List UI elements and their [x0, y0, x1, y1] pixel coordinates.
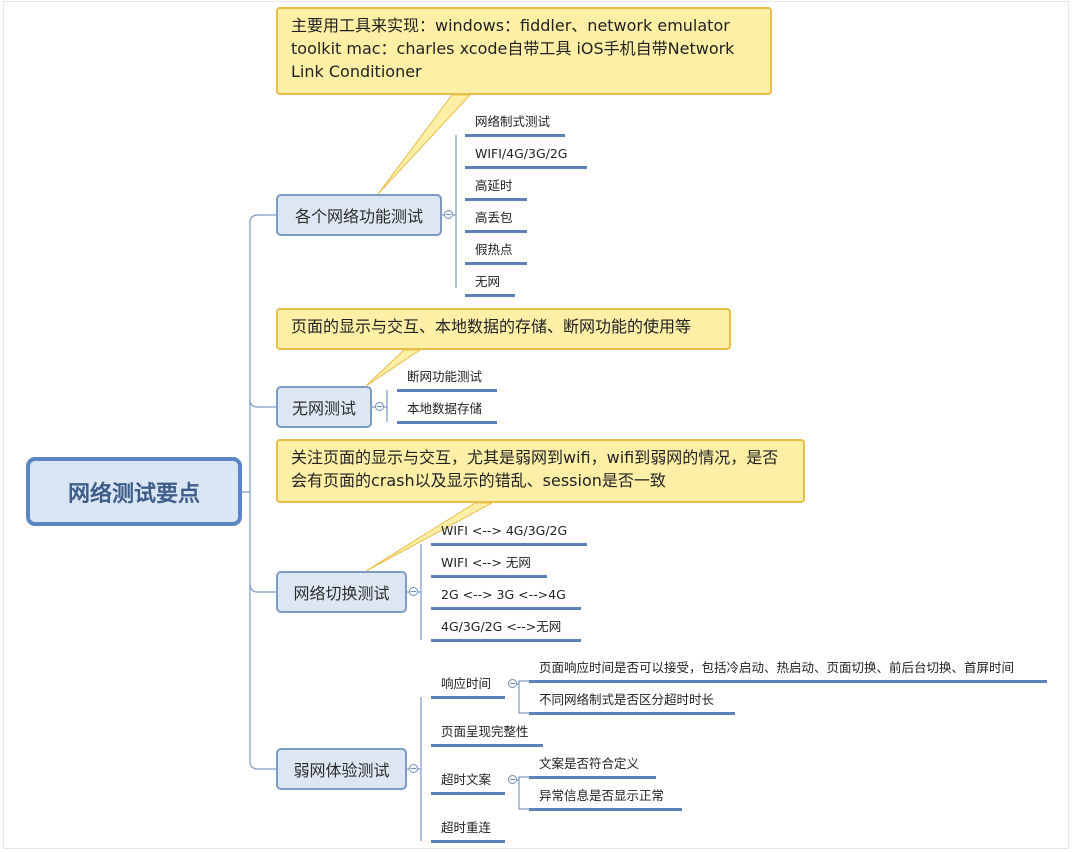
collapse-toggle-icon[interactable] [444, 210, 453, 219]
leaf-underline [431, 639, 581, 642]
subtopic-page-completeness[interactable]: 页面呈现完整性 [431, 724, 543, 747]
leaf-timeout-per-network-mode[interactable]: 不同网络制式是否区分超时时长 [529, 692, 735, 715]
callout-network-switch[interactable]: 关注页面的显示与交互，尤其是弱网到wifi，wifi到弱网的情况，是否会有页面的… [276, 439, 805, 503]
connector-subtopic [518, 780, 529, 810]
leaf-copy-matches-definition[interactable]: 文案是否符合定义 [529, 756, 656, 779]
connector-subtopic [518, 684, 529, 714]
leaf-underline [465, 166, 587, 169]
connector-root-branch [249, 492, 276, 593]
leaf-2g-3g-4g[interactable]: 2G <--> 3G <-->4G [431, 587, 581, 610]
leaf-mobile-to-offline[interactable]: 4G/3G/2G <-->无网 [431, 619, 581, 642]
connector-root-branch [249, 399, 276, 408]
leaf-underline [397, 389, 497, 392]
leaf-underline [529, 808, 682, 811]
leaf-underline [431, 543, 587, 546]
leaf-underline [431, 607, 581, 610]
leaf-underline [397, 421, 497, 424]
leaf-underline [431, 575, 547, 578]
leaf-high-packet-loss[interactable]: 高丢包 [465, 210, 527, 233]
leaf-error-info-display[interactable]: 异常信息是否显示正常 [529, 788, 682, 811]
leaf-underline [431, 840, 505, 843]
leaf-wifi-to-offline[interactable]: WIFI <--> 无网 [431, 555, 547, 578]
collapse-toggle-icon[interactable] [375, 402, 384, 411]
collapse-toggle-icon[interactable] [508, 679, 517, 688]
callout-no-network[interactable]: 页面的显示与交互、本地数据的存储、断网功能的使用等 [276, 308, 731, 350]
connector-subtopic [515, 680, 529, 685]
leaf-offline-function-test[interactable]: 断网功能测试 [397, 369, 497, 392]
leaf-underline [465, 230, 527, 233]
connector-root-branch [249, 584, 276, 770]
subtopic-response-time[interactable]: 响应时间 [431, 676, 505, 699]
leaf-underline [431, 744, 543, 747]
subtopic-timeout-reconnect[interactable]: 超时重连 [431, 820, 505, 843]
callout-network-tools[interactable]: 主要用工具来实现：windows：fiddler、network emulato… [276, 7, 772, 95]
leaf-underline [465, 262, 527, 265]
leaf-page-response-acceptable[interactable]: 页面响应时间是否可以接受，包括冷启动、热启动、页面切换、前后台切换、首屏时间 [529, 660, 1047, 683]
collapse-toggle-icon[interactable] [508, 775, 517, 784]
connector-subtopic [515, 776, 529, 781]
connector-root-branch [242, 214, 276, 493]
leaf-high-latency[interactable]: 高延时 [465, 178, 527, 201]
leaf-underline [465, 198, 527, 201]
leaf-local-data-storage[interactable]: 本地数据存储 [397, 401, 497, 424]
leaf-network-mode-test[interactable]: 网络制式测试 [465, 114, 565, 137]
leaf-no-network[interactable]: 无网 [465, 274, 515, 297]
leaf-wifi-4g-3g-2g[interactable]: WIFI/4G/3G/2G [465, 146, 587, 169]
collapse-toggle-icon[interactable] [409, 587, 418, 596]
leaf-fake-hotspot[interactable]: 假热点 [465, 242, 527, 265]
branch-no-network-test[interactable]: 无网测试 [276, 386, 372, 428]
root-topic[interactable]: 网络测试要点 [26, 457, 242, 526]
leaf-underline [431, 696, 505, 699]
leaf-underline [465, 294, 515, 297]
callout-pointer [377, 94, 472, 195]
leaf-underline [465, 134, 565, 137]
callout-pointer [365, 349, 422, 387]
leaf-underline [431, 792, 505, 795]
leaf-underline [529, 776, 656, 779]
callout-pointer [365, 502, 493, 572]
branch-network-switch-test[interactable]: 网络切换测试 [276, 571, 407, 613]
branch-network-function-test[interactable]: 各个网络功能测试 [276, 194, 442, 236]
subtopic-timeout-copy[interactable]: 超时文案 [431, 772, 505, 795]
leaf-underline [529, 712, 735, 715]
leaf-underline [529, 680, 1047, 683]
collapse-toggle-icon[interactable] [409, 764, 418, 773]
branch-weak-network-test[interactable]: 弱网体验测试 [276, 748, 407, 790]
leaf-wifi-to-mobile[interactable]: WIFI <--> 4G/3G/2G [431, 523, 587, 546]
